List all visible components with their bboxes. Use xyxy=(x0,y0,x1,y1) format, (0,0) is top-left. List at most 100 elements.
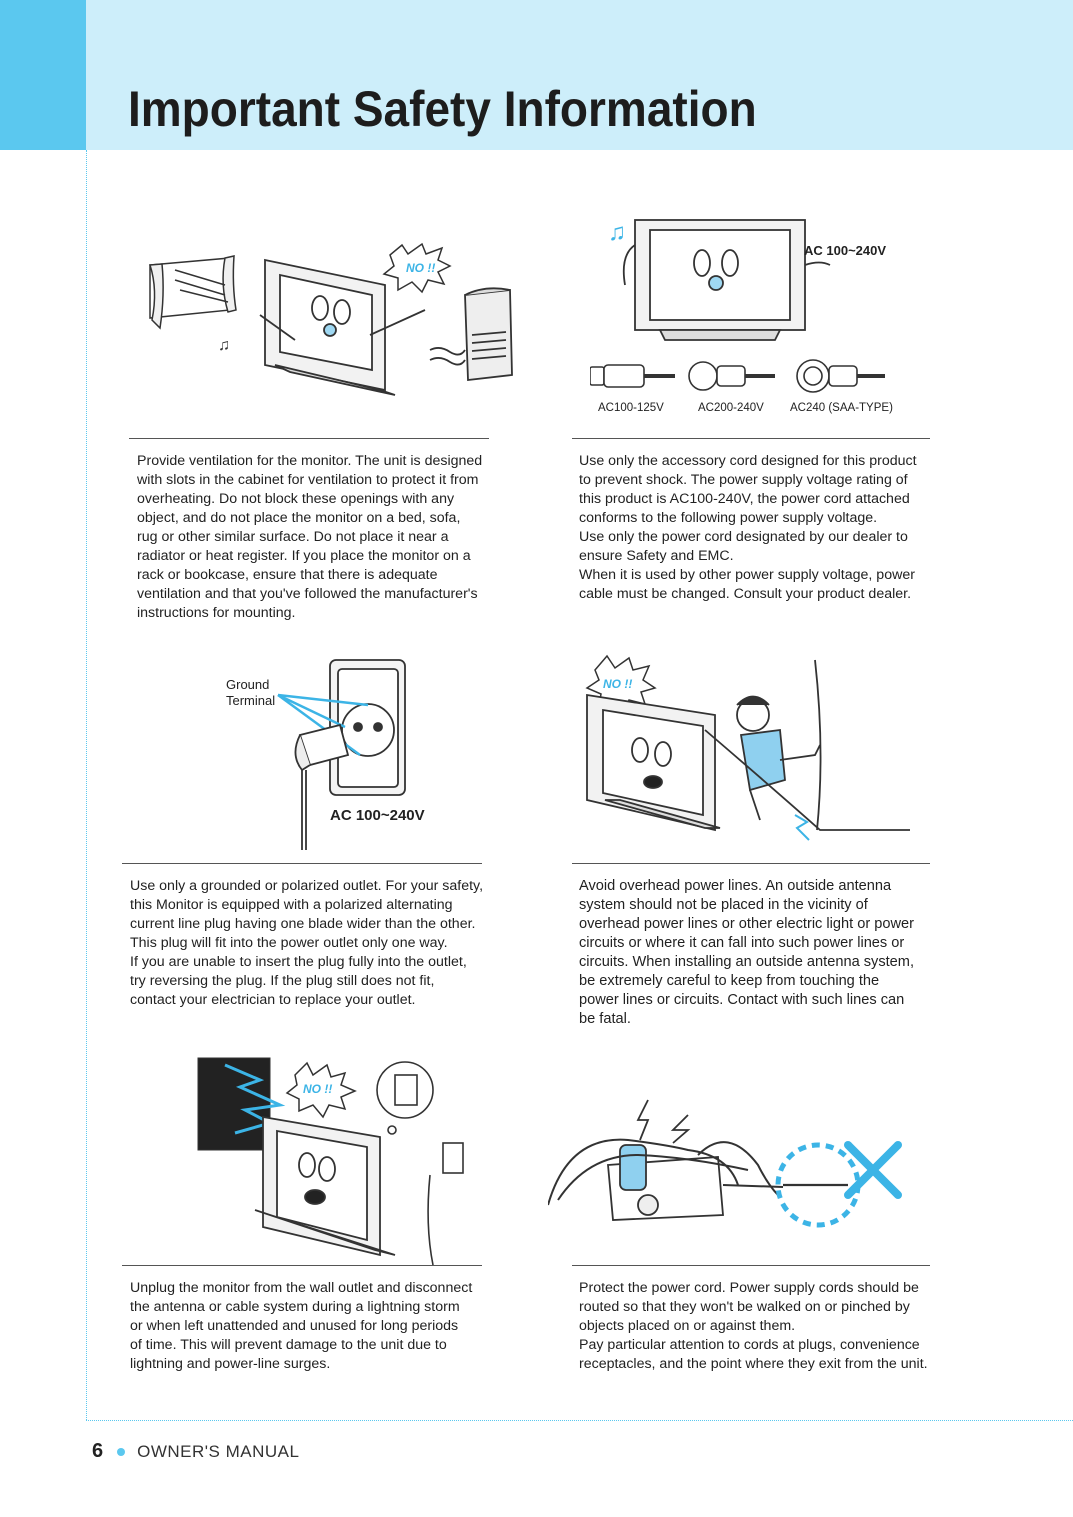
lightning-bolt-icon xyxy=(636,1099,650,1141)
pole xyxy=(814,659,822,831)
section-text: Provide ventilation for the monitor. The… xyxy=(137,452,482,623)
text-line: instructions for mounting. xyxy=(137,605,296,621)
text-line: Unplug the monitor from the wall outlet … xyxy=(130,1280,473,1296)
thought-bubble-icon xyxy=(376,1061,434,1135)
header-tab xyxy=(0,0,86,150)
ground-label-1: Ground xyxy=(226,677,269,692)
text-line: overhead power lines or other electric l… xyxy=(579,916,915,932)
text-line: radiator or heat register. If you place … xyxy=(137,548,471,564)
power-lines-illustration: NO !! xyxy=(585,654,910,841)
damaged-cord-circle xyxy=(775,1142,861,1228)
plug-label-2: AC200-240V xyxy=(698,402,764,414)
text-line: try reversing the plug. If the plug stil… xyxy=(130,973,435,989)
no-badge: NO !! xyxy=(285,1061,357,1119)
lightning-illustration: NO !! xyxy=(197,1057,464,1266)
voltage-label: AC 100~240V xyxy=(330,807,425,824)
text-line: be extremely careful to keep from touchi… xyxy=(579,973,880,989)
no-badge-text: NO !! xyxy=(303,1082,332,1096)
text-line: receptacles, and the point where they ex… xyxy=(579,1356,928,1372)
ventilation-illustration: NO !! ♫ xyxy=(148,242,513,396)
text-line: Use only a grounded or polarized outlet.… xyxy=(130,878,484,894)
text-line: ensure Safety and EMC. xyxy=(579,548,734,564)
section-text: Avoid overhead power lines. An outside a… xyxy=(579,877,914,1029)
music-note-icon: ♫ xyxy=(608,219,626,246)
text-line: Avoid overhead power lines. An outside a… xyxy=(579,878,892,894)
text-line: This plug will fit into the power outlet… xyxy=(130,935,448,951)
section-rule xyxy=(572,438,930,439)
no-badge-text: NO !! xyxy=(603,677,632,691)
plug-label-1: AC100-125V xyxy=(598,402,664,414)
text-line: Use only the accessory cord designed for… xyxy=(579,453,917,469)
plug-icon xyxy=(619,1144,647,1191)
power-cord-illustration: ♫ AC 100~240V AC100-125V AC200-240V AC24… xyxy=(590,219,893,414)
tv-monitor-icon xyxy=(254,1115,396,1257)
text-line: rug or other similar surface. Do not pla… xyxy=(137,529,449,545)
section-text: Unplug the monitor from the wall outlet … xyxy=(130,1279,472,1374)
spark-icon xyxy=(794,814,810,841)
window-icon xyxy=(148,255,237,330)
no-badge-text: NO !! xyxy=(406,261,435,275)
section-rule xyxy=(572,863,930,864)
section-rule xyxy=(129,438,489,439)
text-line: this product is AC100-240V, the power co… xyxy=(579,491,910,507)
text-line: be fatal. xyxy=(579,1011,631,1027)
text-line: or when left unattended and unused for l… xyxy=(130,1318,459,1334)
text-line: ventilation and that you've followed the… xyxy=(137,586,478,602)
text-line: object, and do not place the monitor on … xyxy=(137,510,461,526)
protect-cord-illustration xyxy=(548,1099,902,1228)
text-line: system should not be placed in the vicin… xyxy=(579,897,868,913)
text-line: contact your electrician to replace your… xyxy=(130,992,416,1008)
text-line: of time. This will prevent damage to the… xyxy=(130,1337,447,1353)
text-line: Pay particular attention to cords at plu… xyxy=(579,1337,920,1353)
no-badge: NO !! xyxy=(382,242,452,294)
bullet-dot-icon xyxy=(117,1447,126,1456)
text-line: objects placed on or against them. xyxy=(579,1318,796,1334)
header-band xyxy=(0,0,1073,150)
text-line: routed so that they won't be walked on o… xyxy=(579,1299,910,1315)
dark-window xyxy=(197,1057,271,1151)
text-line: Provide ventilation for the monitor. The… xyxy=(137,453,483,469)
section-rule xyxy=(122,1265,482,1266)
text-line: If you are unable to insert the plug ful… xyxy=(130,954,467,970)
tangled-cords xyxy=(548,1138,784,1206)
text-line: conforms to the following power supply v… xyxy=(579,510,878,526)
plug-icon xyxy=(294,723,350,850)
text-line: to prevent shock. The power supply volta… xyxy=(579,472,908,488)
text-line: power lines or circuits. Contact with su… xyxy=(579,992,905,1008)
bottom-dotted-border xyxy=(86,1420,1073,1421)
footer-label: OWNER'S MANUAL xyxy=(137,1441,300,1461)
ground-pointer-lines xyxy=(277,693,369,757)
heater-icon xyxy=(429,287,513,382)
text-line: circuits or where it can fall into such … xyxy=(579,935,905,951)
voltage-label: AC 100~240V xyxy=(804,243,886,258)
text-line: Use only the power cord designated by ou… xyxy=(579,529,908,545)
wall-outlet-icon xyxy=(427,1142,464,1266)
plug-label-3: AC240 (SAA-TYPE) xyxy=(790,402,893,414)
text-line: with slots in the cabinet for ventilatio… xyxy=(137,472,479,488)
tv-monitor-icon xyxy=(586,693,721,832)
person-icon xyxy=(736,695,821,821)
grounded-outlet-illustration: Ground Terminal AC 100~240V xyxy=(226,659,425,850)
text-line: this Monitor is equipped with a polarize… xyxy=(130,897,453,913)
lightning-bolt-icon-2 xyxy=(670,1114,691,1144)
power-line xyxy=(704,729,910,831)
page-footer: 6 OWNER'S MANUAL xyxy=(92,1440,299,1463)
text-line: cable must be changed. Consult your prod… xyxy=(579,586,912,602)
text-line: the antenna or cable system during a lig… xyxy=(130,1299,460,1315)
text-line: Protect the power cord. Power supply cor… xyxy=(579,1280,919,1296)
x-mark-icon xyxy=(844,1141,902,1199)
section-text: Protect the power cord. Power supply cor… xyxy=(579,1279,928,1374)
tv-monitor-icon xyxy=(622,219,831,341)
page-number: 6 xyxy=(92,1440,104,1462)
text-line: rack or bookcase, ensure that there is a… xyxy=(137,567,438,583)
text-line: circuits. When installing an outside ant… xyxy=(579,954,915,970)
plug-icons xyxy=(590,359,885,393)
left-dotted-border xyxy=(86,150,87,1420)
ground-label-2: Terminal xyxy=(226,693,275,708)
wall-outlet-icon xyxy=(329,659,406,796)
section-text: Use only the accessory cord designed for… xyxy=(579,452,917,604)
section-text: Use only a grounded or polarized outlet.… xyxy=(130,877,483,1010)
page-title: Important Safety Information xyxy=(128,81,757,137)
text-line: lightning and power-line surges. xyxy=(130,1356,331,1372)
music-note-icon: ♫ xyxy=(218,337,230,354)
